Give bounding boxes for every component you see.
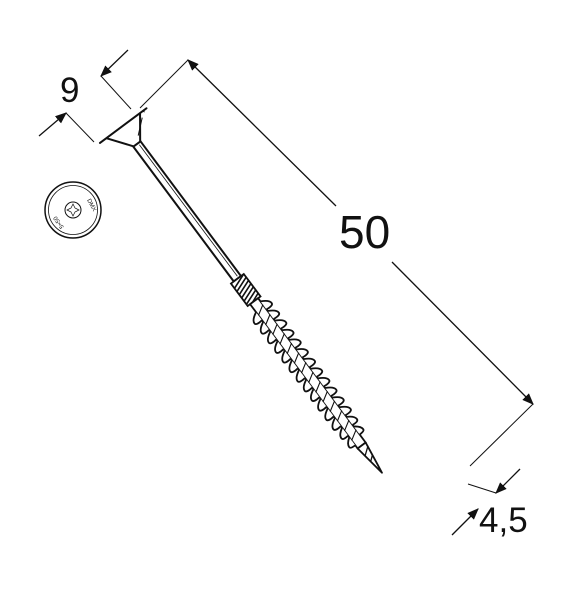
screw [98,107,383,474]
length-dimension: 50 [139,59,534,467]
length-label: 50 [339,206,390,258]
screw-tip [356,441,383,474]
screw-cutter-thread [229,272,262,308]
screw-shank [131,139,243,283]
thread-diameter-label: 4,5 [479,501,528,540]
screw-threads [252,299,365,449]
head-diameter-dimension: 9 [38,49,132,143]
torx-recess-icon [64,201,82,219]
thread-diameter-dimension: 4,5 [451,468,528,540]
screw-head [98,107,148,148]
screw-head-end-view: DMX 5×50 [44,181,102,239]
head-diameter-label: 9 [60,71,79,110]
head-stamp-brand: DMX [85,198,97,213]
